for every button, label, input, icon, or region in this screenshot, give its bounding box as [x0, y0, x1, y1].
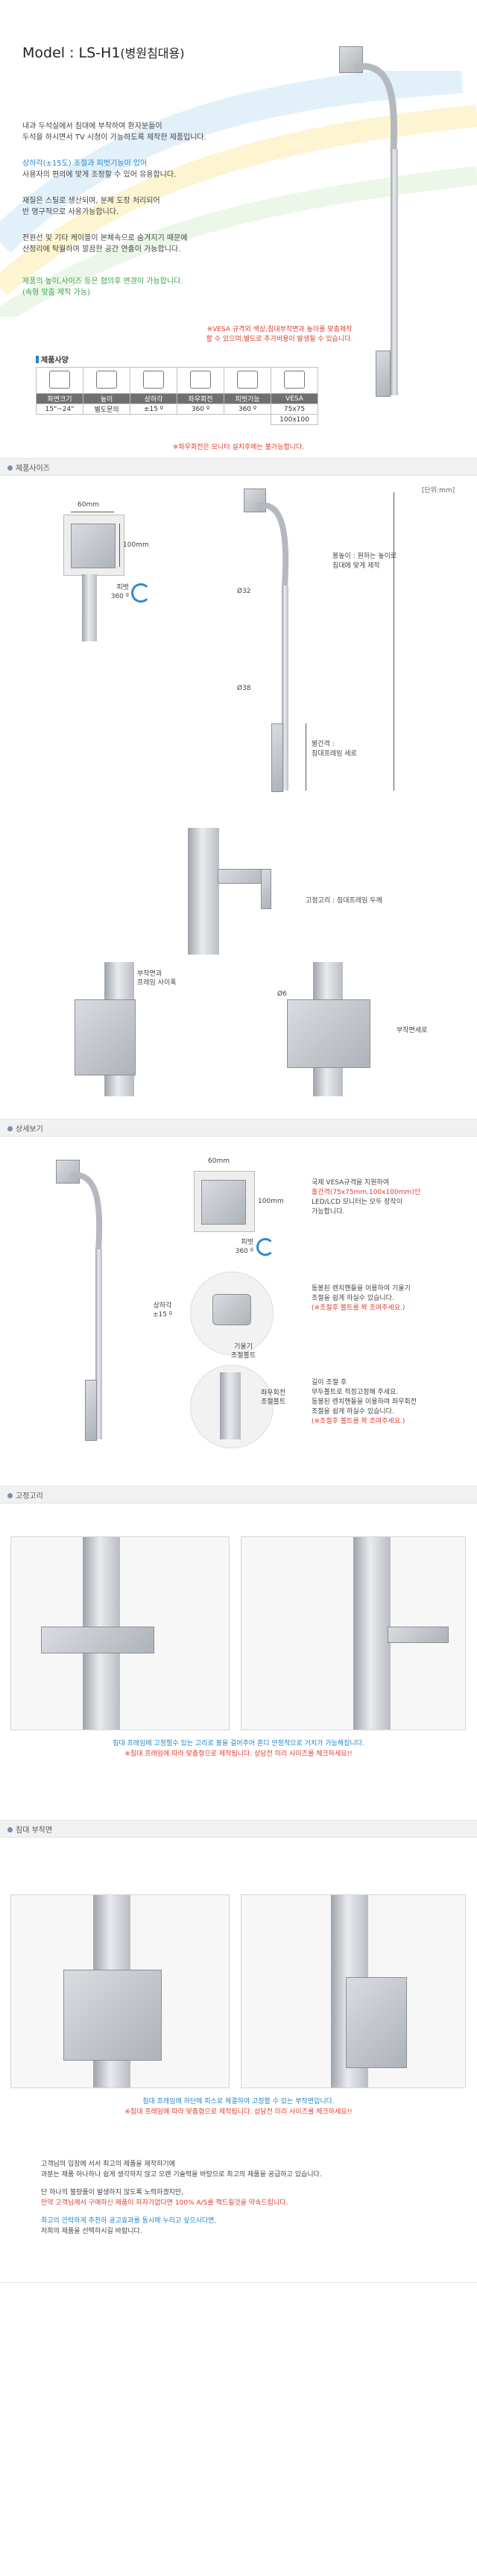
pivot-icon — [237, 370, 258, 389]
detail-pole — [95, 1249, 102, 1439]
hook-note: 고정고리 : 침대프레임 두께 — [306, 897, 382, 905]
detail-vesa-plate — [201, 1180, 246, 1225]
spec-header-row: 화면크기 높이 상하각 좌우회전 피벗기능 VESA — [36, 393, 318, 404]
mount-note: 부착면세로 — [397, 1027, 428, 1034]
detail-tilt-note: 동봉된 렌치핸들을 이용하여 기울기 조절을 쉽게 하실수 있습니다. (※조절… — [312, 1285, 411, 1312]
mount-photo-right — [241, 1894, 466, 2088]
pivot-label: 피벗 360 º — [110, 584, 129, 600]
bottom-divider — [0, 2282, 477, 2283]
section-size-header: 제품사이즈 — [0, 458, 477, 476]
hook-photo-right — [241, 1536, 466, 1730]
size-plate — [71, 524, 116, 568]
spec-value-row: 15"~24" 별도문의 ±15 º 360 º 360 º 75x75 — [36, 403, 318, 415]
size-product-bracket — [271, 723, 283, 792]
height-icon — [96, 370, 117, 389]
detail-height-label: 100mm — [258, 1198, 284, 1205]
hook-desc: 침대 프레임에 고정할수 있는 고리로 봉을 걸어주어 흔디 안정적으로 거치가… — [113, 1740, 364, 1747]
detail-bracket — [85, 1380, 97, 1441]
hook-note-red: ※침대 프레임에 따라 맞춤형으로 제작됩니다. 상담전 미리 사이즈를 체크하… — [124, 1750, 353, 1758]
detail-width-label: 60mm — [208, 1157, 230, 1165]
section-mount-header: 침대 부착면 — [0, 1820, 477, 1838]
intro-paragraph-1: 내과 두석실에서 침대에 부착하여 환자분들이 두석을 하시면서 TV 시청이 … — [22, 122, 206, 142]
intro-paragraph-4: 전원선 및 기타 케이블이 본체속으로 숨겨지기 때문에 산정리에 탁월하며 깔… — [22, 234, 188, 254]
section-hook-header: 고정고리 — [0, 1486, 477, 1504]
detail-tilt-joint — [212, 1294, 251, 1325]
detail-rot-pole — [220, 1372, 241, 1439]
gap-note: 봉간격 : 침대프레임 세로 — [312, 741, 357, 758]
screen-size-icon — [49, 370, 70, 389]
detail-pivot-rotate-icon — [256, 1238, 274, 1256]
model-usage: (병원침대용) — [120, 46, 185, 60]
product-pole — [391, 149, 398, 395]
section-bullet-icon — [7, 465, 13, 471]
dia-6-label: Ø6 — [277, 990, 287, 998]
outro: 고객님의 입장에 서서 최고의 제품을 제작하기에 과분는 제품 하나하나 쉽게… — [41, 2161, 322, 2235]
vesa-icon — [284, 370, 305, 389]
model-code: Model : LS-H1 — [22, 45, 121, 61]
product-curve — [353, 63, 398, 154]
vesa-note: ※VESA 규격외 색상,침대부착면과 높이를 맞춤제작 할 수 있으며,별도로… — [206, 326, 353, 343]
mount-note-red: ※침대 프레임에 따라 맞춤형으로 제작됩니다. 상담전 미리 사이즈를 체크하… — [124, 2108, 353, 2116]
intro-paragraph-2: 상하각(±15도) 조절과 피벗기능이 있어 사용자의 편의에 맞게 조정할 수… — [22, 160, 177, 179]
tilt-icon — [143, 370, 164, 389]
hook-pole-closeup — [188, 828, 219, 955]
size-pole-stub — [82, 574, 97, 641]
section-detail-header: 상세보기 — [0, 1119, 477, 1137]
detail-tilt-label: 상하각 ±15 º — [153, 1302, 173, 1319]
size-product-pole — [282, 585, 288, 791]
detail-tilt-bolt-label: 기울기 조절볼트 — [231, 1343, 256, 1360]
detail-curve — [70, 1172, 103, 1252]
mount-desc: 침대 프레임에 하단에 피스로 체결하여 고정할 수 있는 부착면입니다. — [142, 2098, 335, 2105]
detail-height-note: 길이 조절 후 무두볼트로 적정고정해 주세요. 동봉된 렌치핸들을 이용하여 … — [312, 1379, 417, 1425]
dim-width-label: 60mm — [78, 501, 99, 509]
spec-extra-row: 100x100 — [37, 414, 318, 425]
spec-table: 화면크기 높이 상하각 좌우회전 피벗기능 VESA 15"~24" 별도문의 … — [36, 367, 318, 425]
size-product-curve — [256, 502, 289, 588]
section-bullet-icon — [7, 1126, 13, 1131]
section-bullet-icon — [7, 1827, 13, 1832]
pivot-rotate-icon — [131, 583, 151, 603]
dim-line-height — [119, 524, 120, 567]
detail-pivot-label: 피벗 360 º — [235, 1239, 253, 1255]
hook-photo-left — [10, 1536, 230, 1730]
section-bullet-icon — [7, 1493, 13, 1498]
spec-note: ※좌우회전은 모니터 설치후에는 불가능합니다. — [172, 444, 305, 451]
dia-38-label: Ø38 — [237, 685, 251, 692]
dia-32-label: Ø32 — [237, 588, 251, 595]
intro-paragraph-5: 제품의 높이,사이즈 등은 협의후 변경이 가능합니다. (속형 맞춤 제작 가… — [22, 277, 183, 297]
hook-closeup-lip — [261, 869, 271, 909]
detail-plate — [56, 1160, 80, 1184]
spec-icon-row — [36, 367, 318, 394]
height-note: 봉높이 : 원하는 높이로 침대에 맞게 제작 — [332, 553, 397, 570]
mount-photo-left — [10, 1894, 230, 2088]
spec-title: 제품사양 — [36, 354, 69, 365]
size-unit: [단위:mm] — [422, 487, 455, 494]
rotation-icon — [190, 370, 211, 389]
detail-vesa-note: 국제 VESA규격을 지원하여 홀간격(75x75mm,100x100mm)인 … — [312, 1179, 420, 1216]
frame-bracket-closeup — [75, 999, 136, 1075]
model-title: Model : LS-H1(병원침대용) — [22, 43, 185, 61]
size-product-plate — [244, 489, 266, 512]
spec-title-marker — [36, 356, 39, 363]
dim-height-label: 100mm — [123, 541, 149, 549]
product-bracket — [376, 351, 391, 397]
intro-paragraph-3: 재질은 스틸로 생산되며, 분체 도장 처리되어 반 영구적으로 사용가능합니다… — [22, 197, 160, 216]
detail-rot-label: 좌우회전 조절볼트 — [261, 1389, 286, 1406]
frame-note: 부착면과 프레임 사이폭 — [137, 970, 177, 987]
mount-plate-closeup — [287, 999, 370, 1068]
